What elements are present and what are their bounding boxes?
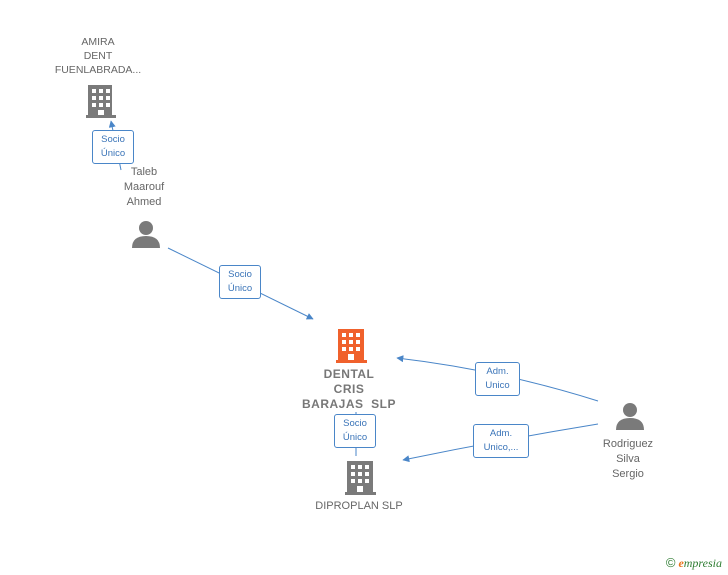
edge-badge-taleb-amira[interactable]: Socio Único [92, 130, 134, 164]
edge-badge-dental-diproplan[interactable]: Socio Único [334, 414, 376, 448]
copyright-symbol: © [665, 555, 676, 570]
person-icon[interactable] [132, 221, 160, 248]
brand-name: mpresia [683, 556, 722, 570]
node-label-diproplan[interactable]: DIPROPLAN SLP [315, 500, 403, 512]
edge-badge-rodriguez-diproplan[interactable]: Adm. Unico,... [473, 424, 529, 458]
edge-badge-rodriguez-dental[interactable]: Adm. Unico [475, 362, 520, 396]
node-label-amira[interactable]: AMIRA DENT FUENLABRADA... [54, 36, 142, 76]
building-icon[interactable] [336, 329, 367, 363]
node-label-rodriguez[interactable]: Rodriguez Silva Sergio [602, 438, 654, 480]
empresia-watermark: © empresia [666, 555, 722, 571]
person-icon[interactable] [616, 403, 644, 430]
building-icon[interactable] [345, 461, 376, 495]
node-label-dental[interactable]: DENTAL CRIS BARAJAS SLP [301, 367, 396, 411]
brand-initial: e [678, 556, 684, 570]
edge-badge-taleb-dental[interactable]: Socio Único [219, 265, 261, 299]
node-label-taleb[interactable]: Taleb Maarouf Ahmed [123, 166, 165, 208]
building-icon[interactable] [86, 85, 116, 118]
